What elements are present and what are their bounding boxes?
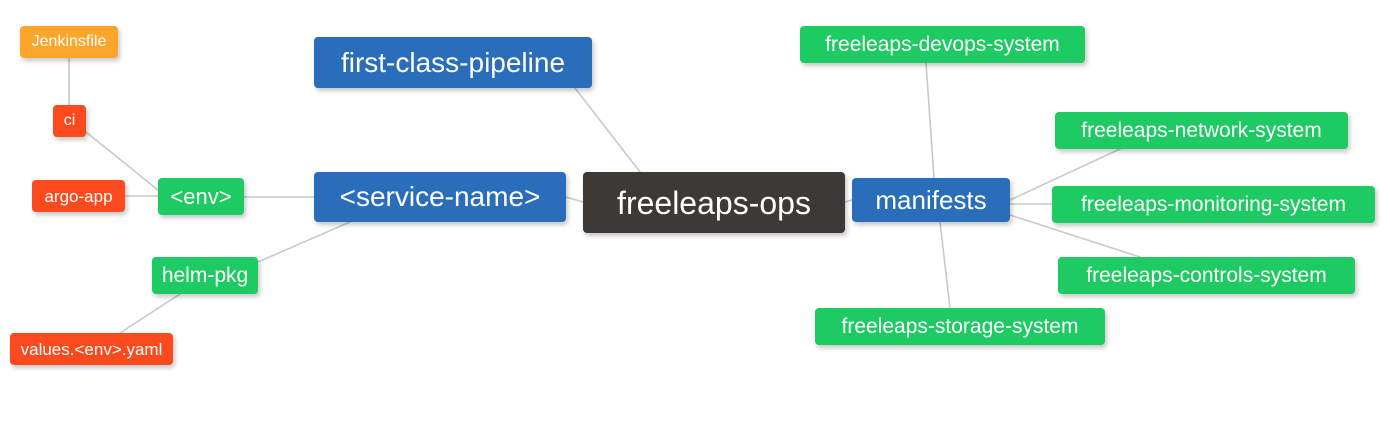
node-label-values-env-yaml: values.<env>.yaml: [20, 339, 163, 359]
node-label-manifests: manifests: [875, 185, 987, 215]
node-label-first-class-pipeline: first-class-pipeline: [340, 46, 566, 78]
node-label-freeleaps-controls-system: freeleaps-controls-system: [1086, 264, 1327, 287]
node-label-service-name: <service-name>: [339, 181, 541, 212]
node-manifests[interactable]: manifests: [852, 178, 1010, 222]
node-label-freeleaps-devops-system: freeleaps-devops-system: [825, 33, 1060, 56]
node-first-class-pipeline[interactable]: first-class-pipeline: [314, 37, 592, 88]
edge-helm-pkg-to-values-env-yaml: [119, 293, 181, 334]
node-Jenkinsfile[interactable]: Jenkinsfile: [20, 26, 118, 58]
node-label-freeleaps-network-system: freeleaps-network-system: [1081, 119, 1322, 142]
node-helm-pkg[interactable]: helm-pkg: [152, 257, 258, 294]
node-freeleaps-monitoring-system[interactable]: freeleaps-monitoring-system: [1052, 186, 1375, 223]
node-freeleaps-ops[interactable]: freeleaps-ops: [583, 172, 845, 233]
node-freeleaps-network-system[interactable]: freeleaps-network-system: [1055, 112, 1348, 149]
edge-manifests-to-freeleaps-devops-system: [925, 62, 935, 179]
node-label-argo-app: argo-app: [44, 186, 113, 206]
node-label-env: <env>: [170, 183, 232, 209]
edge-manifests-to-freeleaps-storage-system: [939, 221, 951, 309]
edge-freeleaps-ops-to-service-name: [565, 196, 584, 203]
node-service-name[interactable]: <service-name>: [314, 172, 566, 222]
edge-freeleaps-ops-to-first-class-pipeline: [574, 87, 641, 173]
node-argo-app[interactable]: argo-app: [32, 180, 125, 212]
node-label-Jenkinsfile: Jenkinsfile: [31, 33, 107, 50]
node-values-env-yaml[interactable]: values.<env>.yaml: [10, 333, 173, 365]
node-freeleaps-controls-system[interactable]: freeleaps-controls-system: [1058, 257, 1355, 294]
node-label-helm-pkg: helm-pkg: [161, 264, 249, 287]
node-label-freeleaps-storage-system: freeleaps-storage-system: [841, 315, 1079, 338]
node-freeleaps-devops-system[interactable]: freeleaps-devops-system: [800, 26, 1085, 63]
node-label-freeleaps-monitoring-system: freeleaps-monitoring-system: [1081, 193, 1346, 216]
node-label-ci: ci: [63, 112, 76, 129]
edge-service-name-to-helm-pkg: [257, 221, 351, 263]
edge-freeleaps-ops-to-manifests: [844, 199, 853, 203]
node-env[interactable]: <env>: [158, 178, 244, 215]
node-ci[interactable]: ci: [53, 105, 86, 137]
node-label-freeleaps-ops: freeleaps-ops: [617, 184, 811, 221]
node-freeleaps-storage-system[interactable]: freeleaps-storage-system: [815, 308, 1105, 345]
